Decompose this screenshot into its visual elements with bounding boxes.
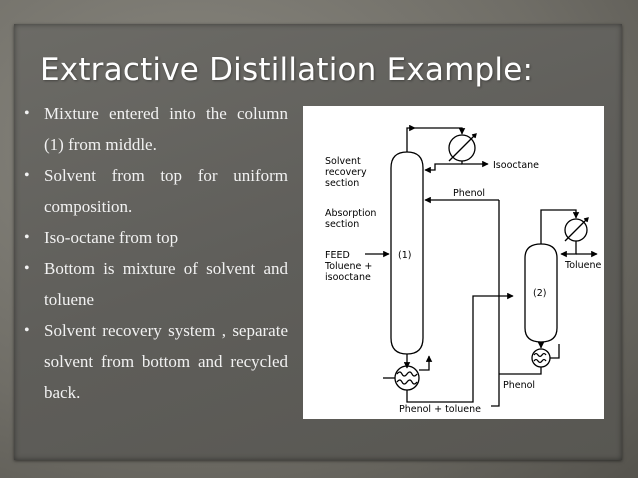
isooctane-outlet-line [461,160,489,168]
bullet-text: Solvent from top for uniform composition… [44,166,288,216]
bullet-item: • Solvent recovery system , separate sol… [22,315,288,408]
bullet-icon: • [24,322,30,339]
process-diagram: Solvent recovery section Absorption sect… [303,106,604,419]
reboiler-2-icon [531,348,551,368]
bullet-text: Bottom is mixture of solvent and toluene [44,259,288,309]
label-solvent-recovery: Solvent [325,156,361,167]
bullet-item: • Solvent from top for uniform compositi… [22,160,288,222]
toluene-outlet-line [560,241,577,258]
bullet-icon: • [24,105,30,122]
label-column-1: (1) [398,250,411,261]
label-feed-composition: Toluene + [324,261,372,272]
bullet-text: Mixture entered into the column (1) from… [44,104,288,154]
slide-title: Extractive Distillation Example: [40,52,534,88]
column-1-vessel [390,151,424,355]
bullet-text: Solvent recovery system , separate solve… [44,321,288,402]
label-toluene: Toluene [564,260,602,271]
label-solvent-recovery-2: recovery [325,167,367,178]
column-1-overhead-line [406,124,416,152]
bullet-icon: • [24,260,30,277]
reboiler-1-icon [394,365,420,391]
bullet-item: • Mixture entered into the column (1) fr… [22,98,288,160]
label-absorption: Absorption [325,208,376,219]
bullet-item: • Iso-octane from top [22,222,288,253]
label-phenol-bottom: Phenol [503,380,535,391]
label-isooctane: Isooctane [493,160,539,171]
bullet-icon: • [24,167,30,184]
label-phenol-toluene: Phenol + toluene [399,404,481,415]
bullet-icon: • [24,229,30,246]
bullet-item: • Bottom is mixture of solvent and tolue… [22,253,288,315]
extractive-distillation-flowsheet: Solvent recovery section Absorption sect… [324,124,602,415]
column-2-vessel [524,243,558,343]
label-phenol-top: Phenol [453,188,485,199]
phenol-bottom-line [499,367,542,375]
label-solvent-recovery-3: section [325,178,359,189]
label-column-2: (2) [533,288,546,299]
label-feed-composition-2: isooctane [325,272,371,283]
phenol-toluene-line [406,292,514,403]
bullet-list: • Mixture entered into the column (1) fr… [22,98,288,408]
label-absorption-2: section [325,219,359,230]
label-feed: FEED [325,250,350,261]
bullet-text: Iso-octane from top [44,228,179,247]
